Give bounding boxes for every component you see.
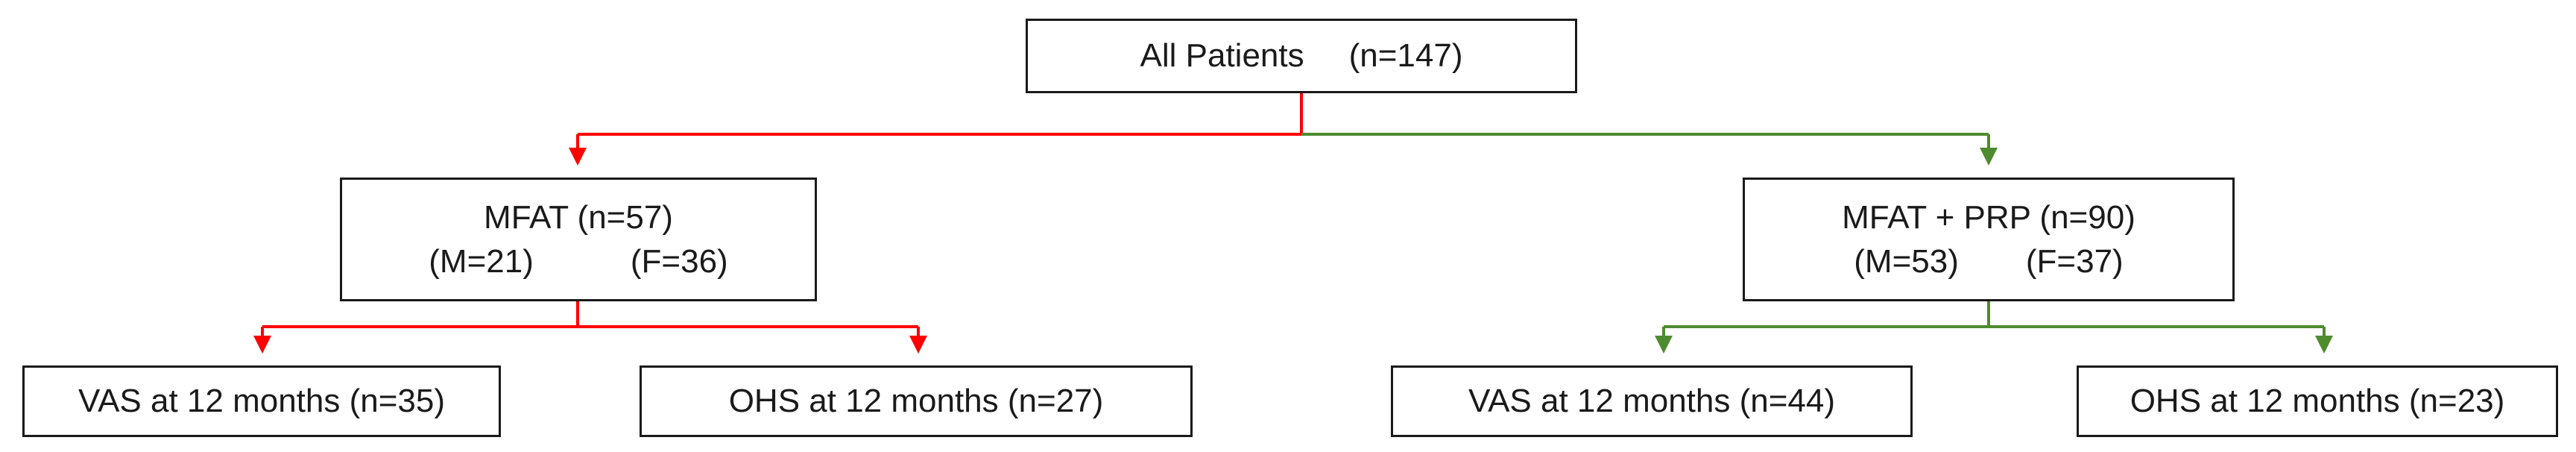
mfat-ohs-box: OHS at 12 months (n=27) bbox=[640, 365, 1193, 437]
mfat-prp-box: MFAT + PRP (n=90) (M=53) (F=37) bbox=[1743, 178, 2235, 301]
mfat-title: MFAT (n=57) bbox=[484, 198, 673, 236]
mfat-male-count: (M=21) bbox=[429, 243, 534, 280]
mfat-prp-female-count: (F=37) bbox=[2025, 243, 2124, 280]
mfat-prp-title: MFAT + PRP (n=90) bbox=[1842, 198, 2135, 236]
mfat-prp-vas-label: VAS at 12 months (n=44) bbox=[1468, 383, 1835, 420]
mfat-vas-box: VAS at 12 months (n=35) bbox=[22, 365, 501, 437]
mfat-box: MFAT (n=57) (M=21) (F=36) bbox=[340, 178, 817, 301]
all-patients-line: All Patients (n=147) bbox=[1140, 34, 1463, 78]
mfat-gender-line: (M=21) (F=36) bbox=[429, 239, 727, 283]
mfat-prp-gender-line: (M=53) (F=37) bbox=[1854, 239, 2123, 283]
mfat-prp-title-line: MFAT + PRP (n=90) bbox=[1842, 195, 2135, 239]
mfat-vas-label: VAS at 12 months (n=35) bbox=[78, 383, 445, 420]
mfat-prp-ohs-box: OHS at 12 months (n=23) bbox=[2077, 365, 2558, 437]
all-patients-count: (n=147) bbox=[1348, 37, 1463, 75]
mfat-prp-male-count: (M=53) bbox=[1854, 243, 1959, 280]
red-branch-root bbox=[569, 93, 1303, 166]
all-patients-box: All Patients (n=147) bbox=[1026, 19, 1577, 93]
mfat-prp-ohs-label: OHS at 12 months (n=23) bbox=[2130, 383, 2505, 420]
red-branch-mfat bbox=[253, 301, 927, 354]
mfat-title-line: MFAT (n=57) bbox=[484, 195, 673, 239]
all-patients-label: All Patients bbox=[1140, 37, 1304, 75]
green-branch-root bbox=[1301, 133, 1998, 166]
mfat-prp-vas-box: VAS at 12 months (n=44) bbox=[1391, 365, 1913, 437]
mfat-female-count: (F=36) bbox=[630, 243, 728, 280]
mfat-ohs-label: OHS at 12 months (n=27) bbox=[728, 383, 1104, 420]
green-branch-mfat-prp bbox=[1655, 301, 2333, 354]
